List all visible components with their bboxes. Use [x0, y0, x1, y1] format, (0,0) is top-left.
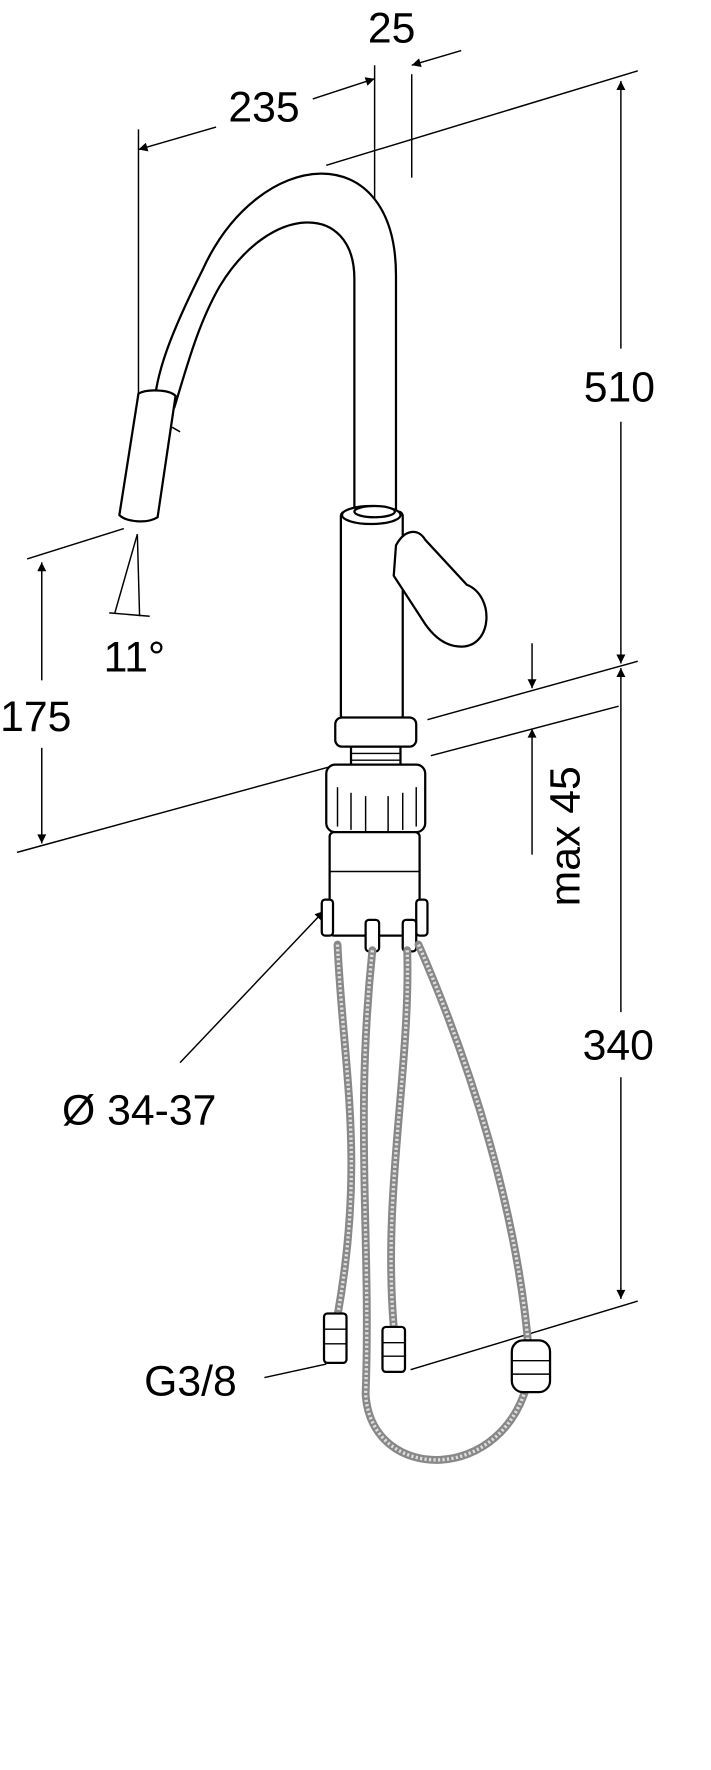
hose-braid — [389, 950, 410, 1328]
dim-hole-diameter: Ø 34-37 — [62, 1087, 216, 1135]
lever-handle — [392, 530, 488, 648]
reference-line — [326, 70, 638, 167]
sleeve-tab — [415, 898, 429, 937]
body-cylinder — [339, 510, 404, 721]
hose-outlet — [401, 918, 418, 953]
mounting-ring — [334, 716, 418, 748]
mounting-nut — [325, 763, 427, 834]
dim-max-thickness: max 45 — [541, 766, 589, 906]
angle-line — [136, 534, 141, 617]
dim-spray-angle: 11° — [104, 633, 165, 681]
hose-connector-left — [322, 1312, 348, 1365]
hose — [387, 946, 412, 1331]
leader-line — [264, 1363, 327, 1379]
angle-line — [109, 612, 150, 617]
dimension-arrow — [411, 49, 462, 67]
spray-head — [118, 389, 177, 523]
hose-connector-right — [381, 1325, 407, 1374]
hoses — [322, 940, 552, 1464]
hose-braid — [416, 943, 531, 1350]
reference-line — [430, 705, 619, 757]
dim-spout-reach: 235 — [228, 83, 299, 131]
faucet — [118, 172, 488, 953]
hose-braid — [362, 950, 531, 1462]
dimension-lines — [16, 49, 638, 1379]
dim-total-height: 510 — [584, 363, 655, 411]
spout-base — [353, 504, 396, 519]
reference-line — [26, 527, 125, 560]
hose-braid — [335, 944, 354, 1316]
dimension-arrow — [138, 126, 217, 152]
dim-spout-diameter: 25 — [368, 5, 416, 53]
angle-line — [114, 533, 139, 614]
reference-line — [16, 763, 338, 854]
hose-weight — [510, 1339, 552, 1394]
sleeve-tab — [320, 898, 335, 937]
nut-ribs — [336, 787, 417, 833]
hose — [414, 940, 533, 1354]
dimension-arrow — [312, 77, 375, 100]
reference-line — [427, 660, 638, 721]
spout — [152, 172, 398, 513]
leader-arrow — [179, 910, 325, 1064]
dim-connection: G3/8 — [144, 1358, 237, 1406]
dim-spout-height: 175 — [0, 693, 71, 741]
spray-head-button — [171, 426, 181, 433]
dim-hose-length: 340 — [583, 1021, 654, 1069]
